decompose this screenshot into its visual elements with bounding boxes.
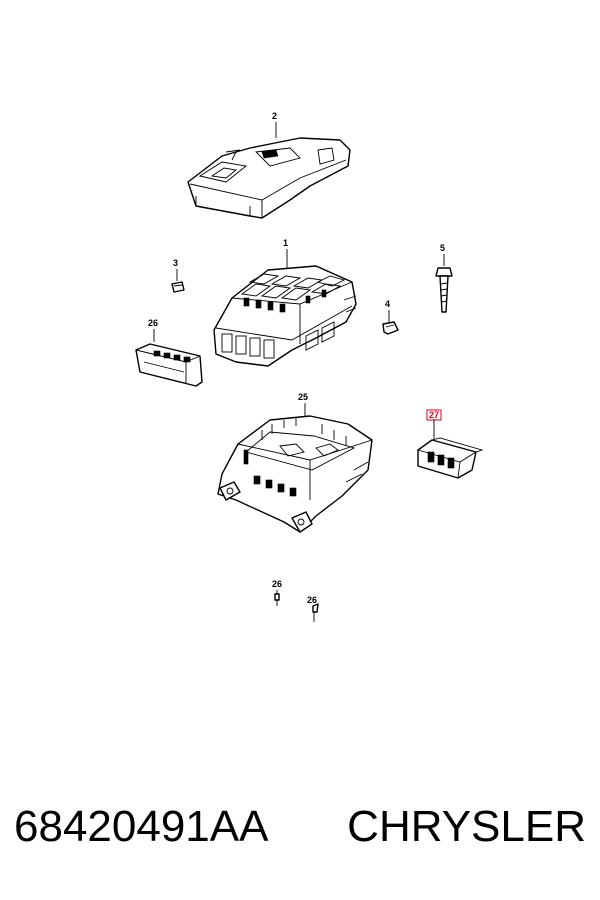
callout-5: 5 xyxy=(440,243,445,253)
parts-diagram: 2 1 xyxy=(135,111,484,622)
part-5-bolt[interactable]: 5 xyxy=(435,243,453,313)
part-26-terminal-b[interactable]: 26 xyxy=(307,595,319,622)
callout-26-middle: 26 xyxy=(272,579,282,589)
brand-name: CHRYSLER xyxy=(347,802,586,851)
callout-25: 25 xyxy=(298,392,308,402)
callout-26-top: 26 xyxy=(148,318,158,328)
callout-1: 1 xyxy=(283,238,288,248)
part-number: 68420491AA xyxy=(14,802,269,851)
part-25-housing[interactable]: 25 xyxy=(217,392,373,533)
part-26-bracket[interactable]: 26 xyxy=(135,318,203,387)
callout-3: 3 xyxy=(173,258,178,268)
callout-2: 2 xyxy=(272,111,277,121)
callout-26-bottom: 26 xyxy=(307,595,317,605)
part-1-fuse-block[interactable]: 1 xyxy=(213,238,357,367)
part-27-relay[interactable]: 27 xyxy=(417,409,484,479)
part-4-nut[interactable]: 4 xyxy=(382,299,399,335)
part-3-clip[interactable]: 3 xyxy=(171,258,185,293)
part-26-terminal-a[interactable]: 26 xyxy=(272,579,282,606)
part-2-cover[interactable]: 2 xyxy=(187,111,351,219)
footer: 68420491AA CHRYSLER xyxy=(0,790,600,870)
callout-27-highlight-box xyxy=(426,409,442,421)
callout-27: 27 xyxy=(429,410,439,420)
callout-4: 4 xyxy=(385,299,390,309)
